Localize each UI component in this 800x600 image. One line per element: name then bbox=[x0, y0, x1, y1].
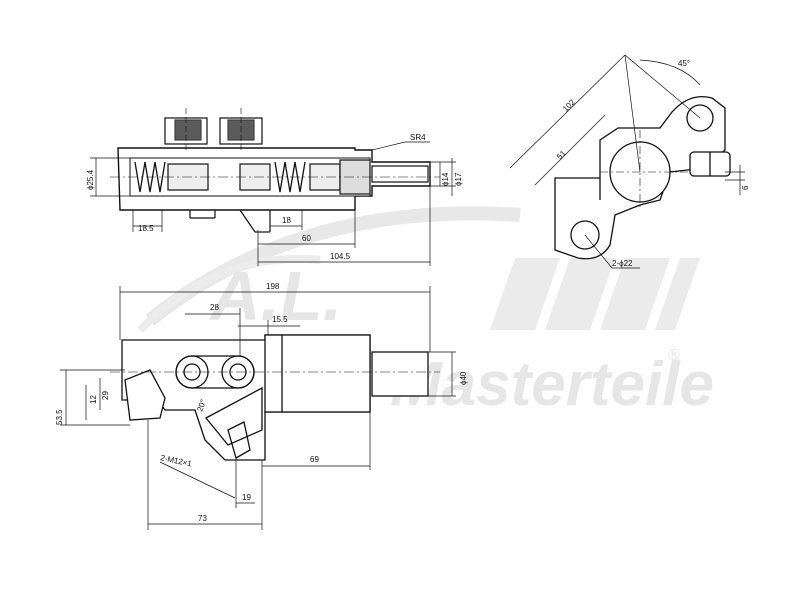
dim-diameter-17: ϕ17 bbox=[454, 172, 463, 186]
watermark-registered: ® bbox=[668, 347, 680, 364]
dim-18-5: 18.5 bbox=[138, 224, 154, 233]
dim-6: 6 bbox=[741, 185, 750, 190]
dim-29: 29 bbox=[101, 391, 110, 400]
section-dimension-labels: SR4 ϕ25.4 ϕ14 ϕ17 18.5 18 60 104.5 bbox=[86, 133, 463, 261]
dim-2-m12: 2-M12×1 bbox=[160, 453, 194, 469]
section-view bbox=[110, 108, 440, 233]
section-dimension-lines bbox=[90, 141, 456, 266]
end-view bbox=[554, 95, 731, 260]
dim-102: 102 bbox=[561, 97, 577, 113]
dim-19: 19 bbox=[242, 493, 251, 502]
dim-60: 60 bbox=[302, 234, 311, 243]
dim-18: 18 bbox=[282, 216, 291, 225]
dim-53-5: 53.5 bbox=[55, 409, 64, 425]
dim-73: 73 bbox=[198, 514, 207, 523]
dim-diameter-25-4: ϕ25.4 bbox=[86, 169, 95, 190]
watermark-brand: Masterteile bbox=[390, 350, 714, 419]
dim-51: 51 bbox=[555, 148, 568, 161]
dim-diameter-40: ϕ40 bbox=[459, 371, 468, 385]
angle-45: 45° bbox=[678, 59, 690, 68]
dim-28: 28 bbox=[210, 303, 219, 312]
side-view-dimension-lines bbox=[60, 286, 456, 530]
dim-sr4: SR4 bbox=[410, 133, 426, 142]
watermark-initials: A.L. bbox=[208, 257, 342, 335]
dim-69: 69 bbox=[310, 455, 319, 464]
side-view-dimension-labels: 198 28 15.5 ϕ40 12 29 53.5 20° 2-M12×1 6… bbox=[55, 282, 468, 523]
angle-20: 20° bbox=[195, 398, 208, 412]
watermark: A.L. Masterteile ® bbox=[137, 206, 714, 419]
dim-198: 198 bbox=[266, 282, 280, 291]
dim-12: 12 bbox=[89, 395, 98, 404]
watermark-swoosh-2 bbox=[137, 254, 321, 333]
dim-15-5: 15.5 bbox=[272, 315, 288, 324]
side-view bbox=[110, 334, 440, 461]
dim-104-5: 104.5 bbox=[330, 252, 351, 261]
end-view-dimension-lines bbox=[509, 54, 745, 269]
dim-diameter-14: ϕ14 bbox=[441, 172, 450, 186]
watermark-stripes bbox=[490, 258, 700, 330]
dim-2-phi-22: 2-ϕ22 bbox=[612, 259, 633, 268]
